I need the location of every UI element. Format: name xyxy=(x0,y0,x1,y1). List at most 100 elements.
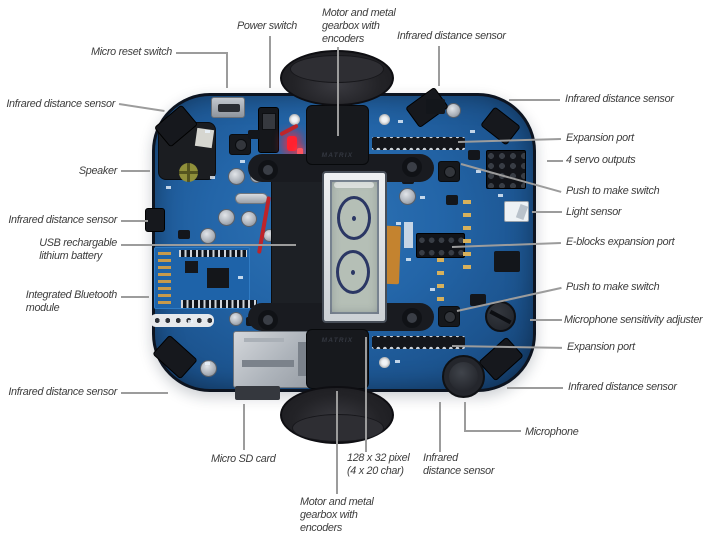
sd-card-slot xyxy=(233,331,318,388)
leader-line xyxy=(121,244,296,246)
lcd-ellipse-dot xyxy=(352,216,356,221)
sd-card-detail xyxy=(298,342,306,376)
leader-line xyxy=(121,220,148,222)
mounting-hole xyxy=(289,114,300,125)
bt-antenna-icon xyxy=(158,252,171,304)
leader-line xyxy=(121,296,149,298)
leader-line xyxy=(336,391,338,494)
capacitor xyxy=(446,103,461,118)
motor-housing-bottom: MATRIX xyxy=(306,329,369,389)
silkscreen xyxy=(406,258,411,261)
leader-line xyxy=(464,430,521,432)
lcd-glare xyxy=(334,182,374,188)
speaker-grille-icon xyxy=(179,163,198,182)
button-knob xyxy=(235,139,247,151)
wheel-hub xyxy=(292,414,384,442)
label-lcd-spec: 128 x 32 pixel (4 x 20 char) xyxy=(347,452,410,477)
leader-line xyxy=(438,46,440,86)
label-push-to-make-bottom: Push to make switch xyxy=(566,281,660,293)
leader-line xyxy=(530,319,562,321)
reset-button-component xyxy=(229,134,251,155)
label-speaker: Speaker xyxy=(78,165,117,177)
chip xyxy=(494,251,520,272)
grommet xyxy=(402,157,422,177)
silkscreen-strip xyxy=(404,222,413,248)
capacitor xyxy=(241,211,257,227)
bt-chip xyxy=(207,268,229,288)
label-ir-left-middle: Infrared distance sensor xyxy=(8,214,117,226)
bt-pin-strip xyxy=(179,250,247,257)
label-expansion-port-top: Expansion port xyxy=(566,132,634,144)
trimpot-slot xyxy=(489,309,512,325)
silkscreen xyxy=(240,160,245,163)
battery xyxy=(271,172,325,325)
power-led xyxy=(297,148,303,157)
silkscreen xyxy=(470,130,475,133)
capacitor xyxy=(399,188,416,205)
motor-brand-text: MATRIX xyxy=(321,152,354,159)
capacitor xyxy=(200,228,216,244)
chip xyxy=(426,99,445,114)
label-ir-bottom-center: Infrared distance sensor xyxy=(423,452,495,477)
lcd-screen xyxy=(330,180,379,314)
leader-line xyxy=(365,337,367,452)
lcd-ellipse-dot xyxy=(351,270,355,275)
label-push-to-make-top: Push to make switch xyxy=(566,185,660,197)
capacitor xyxy=(218,209,235,226)
label-ir-top-left: Infrared distance sensor xyxy=(6,98,115,110)
silkscreen xyxy=(210,176,215,179)
label-mic-sensitivity: Microphone sensitivity adjuster xyxy=(564,314,703,326)
silkscreen xyxy=(205,130,210,133)
led-strip xyxy=(463,200,471,278)
silkscreen xyxy=(498,194,503,197)
servo-header xyxy=(486,150,526,189)
sd-card-detail xyxy=(244,338,284,342)
label-ir-bottom-left: Infrared distance sensor xyxy=(8,386,117,398)
label-light-sensor: Light sensor xyxy=(566,206,622,218)
mounting-hole xyxy=(379,357,390,368)
mounting-hole xyxy=(379,114,390,125)
silkscreen xyxy=(476,170,481,173)
label-ir-right-bottom: Infrared distance sensor xyxy=(568,381,677,393)
power-led xyxy=(287,136,297,151)
leader-line xyxy=(547,160,563,162)
label-bluetooth-module: Integrated Bluetooth module xyxy=(25,289,118,314)
sd-card-tab xyxy=(235,386,280,400)
label-servo-outputs: 4 servo outputs xyxy=(566,154,636,166)
grommet xyxy=(402,308,422,328)
bt-pin-strip xyxy=(181,300,257,308)
push-button xyxy=(438,161,460,182)
chip xyxy=(248,130,260,139)
push-button xyxy=(438,306,460,327)
leader-line xyxy=(464,402,466,432)
silkscreen xyxy=(396,222,401,225)
silkscreen xyxy=(430,288,435,291)
lcd-display xyxy=(322,171,387,323)
chip xyxy=(178,230,190,239)
label-expansion-port-bottom: Expansion port xyxy=(567,341,635,353)
trimpot xyxy=(485,301,516,332)
pin-header xyxy=(372,137,465,150)
label-micro-sd-card: Micro SD card xyxy=(211,453,276,465)
microphone-component xyxy=(442,355,485,398)
chip xyxy=(468,150,480,160)
label-ir-top-center: Infrared distance sensor xyxy=(397,30,506,42)
silkscreen xyxy=(188,320,193,323)
leader-line xyxy=(226,52,228,88)
leader-line xyxy=(121,392,168,394)
silkscreen xyxy=(166,186,171,189)
light-sensor-component xyxy=(504,201,529,222)
silkscreen xyxy=(395,360,400,363)
micro-usb-connector xyxy=(211,97,245,118)
power-switch-component xyxy=(258,107,279,153)
pin-header xyxy=(372,336,465,349)
ir-sensor xyxy=(145,208,165,232)
label-motor-gearbox-bottom: Motor and metal gearbox with encoders xyxy=(300,496,374,534)
led-strip xyxy=(437,258,444,302)
leader-line xyxy=(176,52,228,54)
bluetooth-module xyxy=(154,247,257,309)
leader-line xyxy=(121,170,150,172)
switch-knob xyxy=(262,113,276,130)
label-microphone: Microphone xyxy=(525,426,579,438)
